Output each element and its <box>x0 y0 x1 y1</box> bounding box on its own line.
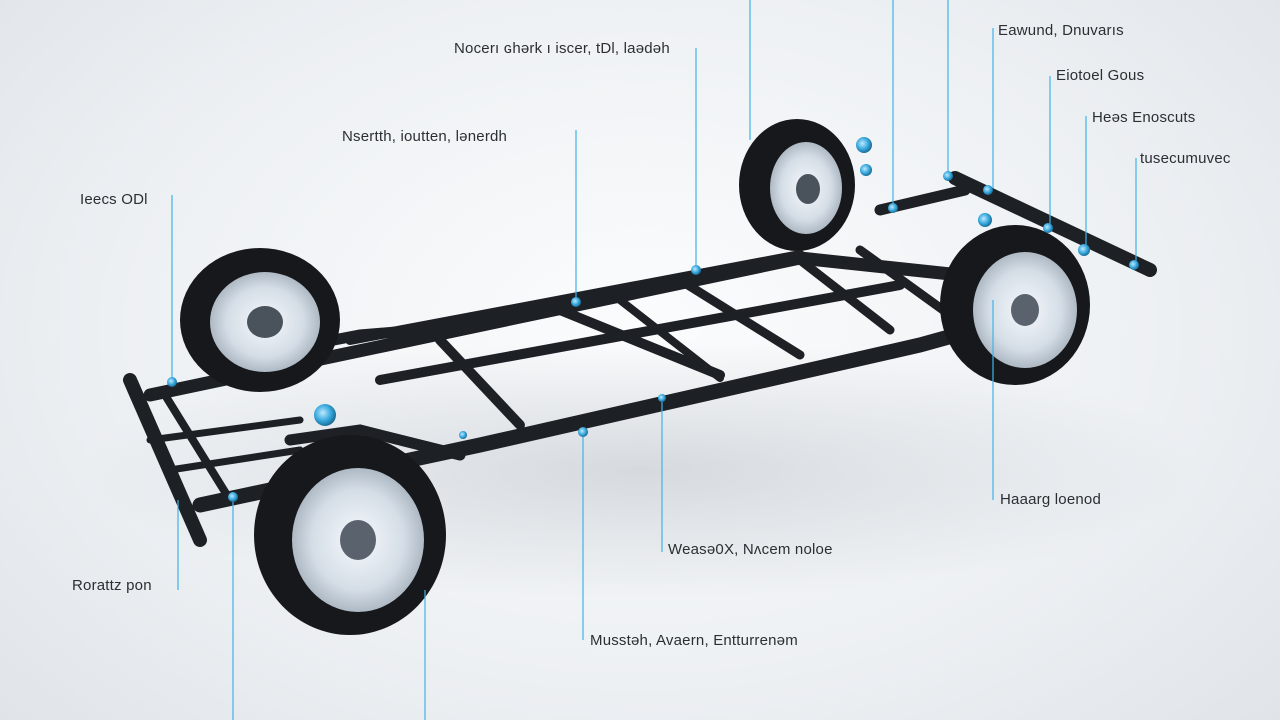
callout-label-center-lower: Weasə0X, Nʌcem noloe <box>668 541 833 558</box>
callout-label-top-right-2: Eiotoel Gous <box>1056 67 1145 84</box>
callout-label-top-right-1: Eawund, Dnuvarıs <box>998 22 1124 39</box>
callout-leader-lines <box>171 0 1137 720</box>
callout-label-top-right-3: Heəs Enoscuts <box>1092 109 1196 126</box>
callout-label-top-center: Nᴏcerı ɢhərk ı iscer, tDl, laədəh <box>454 40 670 57</box>
wheel-front-left <box>180 248 340 392</box>
callout-label-left-lower: Rorattz pon <box>72 577 152 594</box>
callout-label-left-upper: Ieecs ODl <box>80 191 148 208</box>
wheel-rear-left <box>739 119 855 251</box>
callout-label-upper-center: Nsertth, ioutten, lənerdh <box>342 128 508 145</box>
callout-label-right-lower: Haaarg loenod <box>1000 491 1102 508</box>
wheel-rear-right <box>940 225 1090 385</box>
wheel-front-right <box>254 435 446 635</box>
callout-label-top-right-4: tusecumuvec <box>1140 150 1231 167</box>
callout-label-bottom-center: Musstəh, Avaern, Entturrenəm <box>590 632 798 649</box>
connection-points <box>167 137 1139 502</box>
